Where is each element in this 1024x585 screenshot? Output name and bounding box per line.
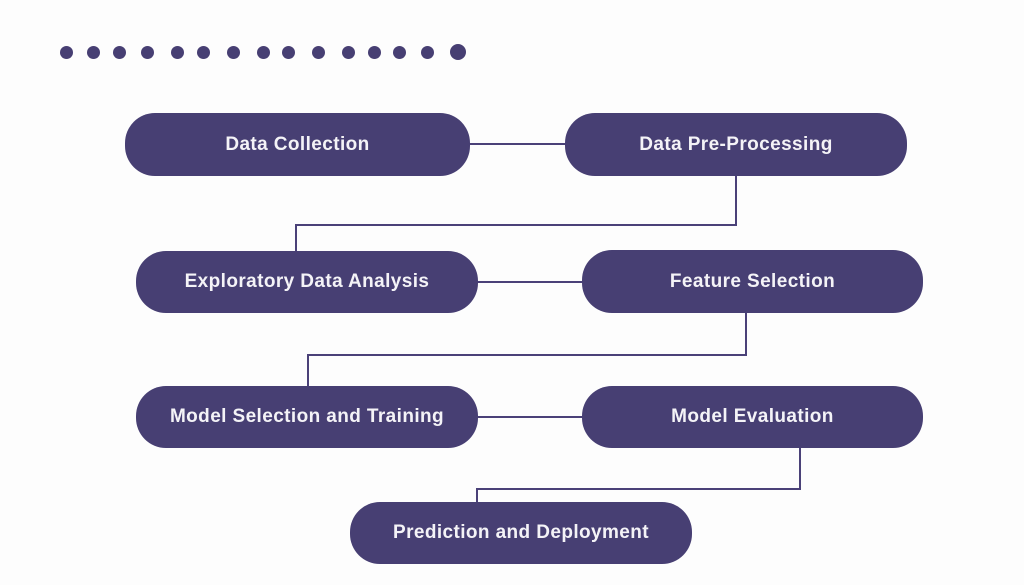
flow-node-label: Model Selection and Training [169, 406, 445, 427]
flow-node-label: Prediction and Deployment [393, 522, 649, 543]
decorative-dot [196, 45, 210, 59]
decorative-dot [367, 45, 381, 59]
flow-node-model-selection-and-training: Model Selection and Training [136, 386, 478, 448]
decorative-dot [59, 45, 73, 59]
decorative-dot [341, 45, 355, 59]
connector-feature-selection-to-model-selection-and-training [307, 313, 747, 386]
decorative-dot [256, 45, 270, 59]
decorative-dot [86, 45, 100, 59]
decorative-dot [311, 45, 325, 59]
decorative-dot [450, 44, 466, 60]
decorative-dot [226, 45, 240, 59]
connector-data-pre-processing-to-exploratory-data-analysis [295, 176, 737, 251]
flow-node-label: Model Evaluation [671, 406, 834, 427]
decorative-dot [140, 45, 154, 59]
flow-node-model-evaluation: Model Evaluation [582, 386, 923, 448]
decorative-dot [281, 45, 295, 59]
flow-node-label: Feature Selection [669, 270, 836, 292]
flow-node-label: Exploratory Data Analysis [184, 271, 430, 292]
decorative-dot [170, 45, 184, 59]
flow-node-data-pre-processing: Data Pre-Processing [565, 113, 907, 176]
flow-node-label: Data Pre-Processing [639, 133, 833, 155]
flow-node-prediction-and-deployment: Prediction and Deployment [350, 502, 692, 564]
decorative-dot [112, 45, 126, 59]
decorative-dot [392, 45, 406, 59]
decorative-dot [420, 45, 434, 59]
flow-node-label: Data Collection [225, 133, 370, 155]
flow-node-exploratory-data-analysis: Exploratory Data Analysis [136, 251, 478, 313]
flow-node-feature-selection: Feature Selection [582, 250, 923, 313]
flow-node-data-collection: Data Collection [125, 113, 470, 176]
connector-model-evaluation-to-prediction-and-deployment [476, 448, 801, 502]
